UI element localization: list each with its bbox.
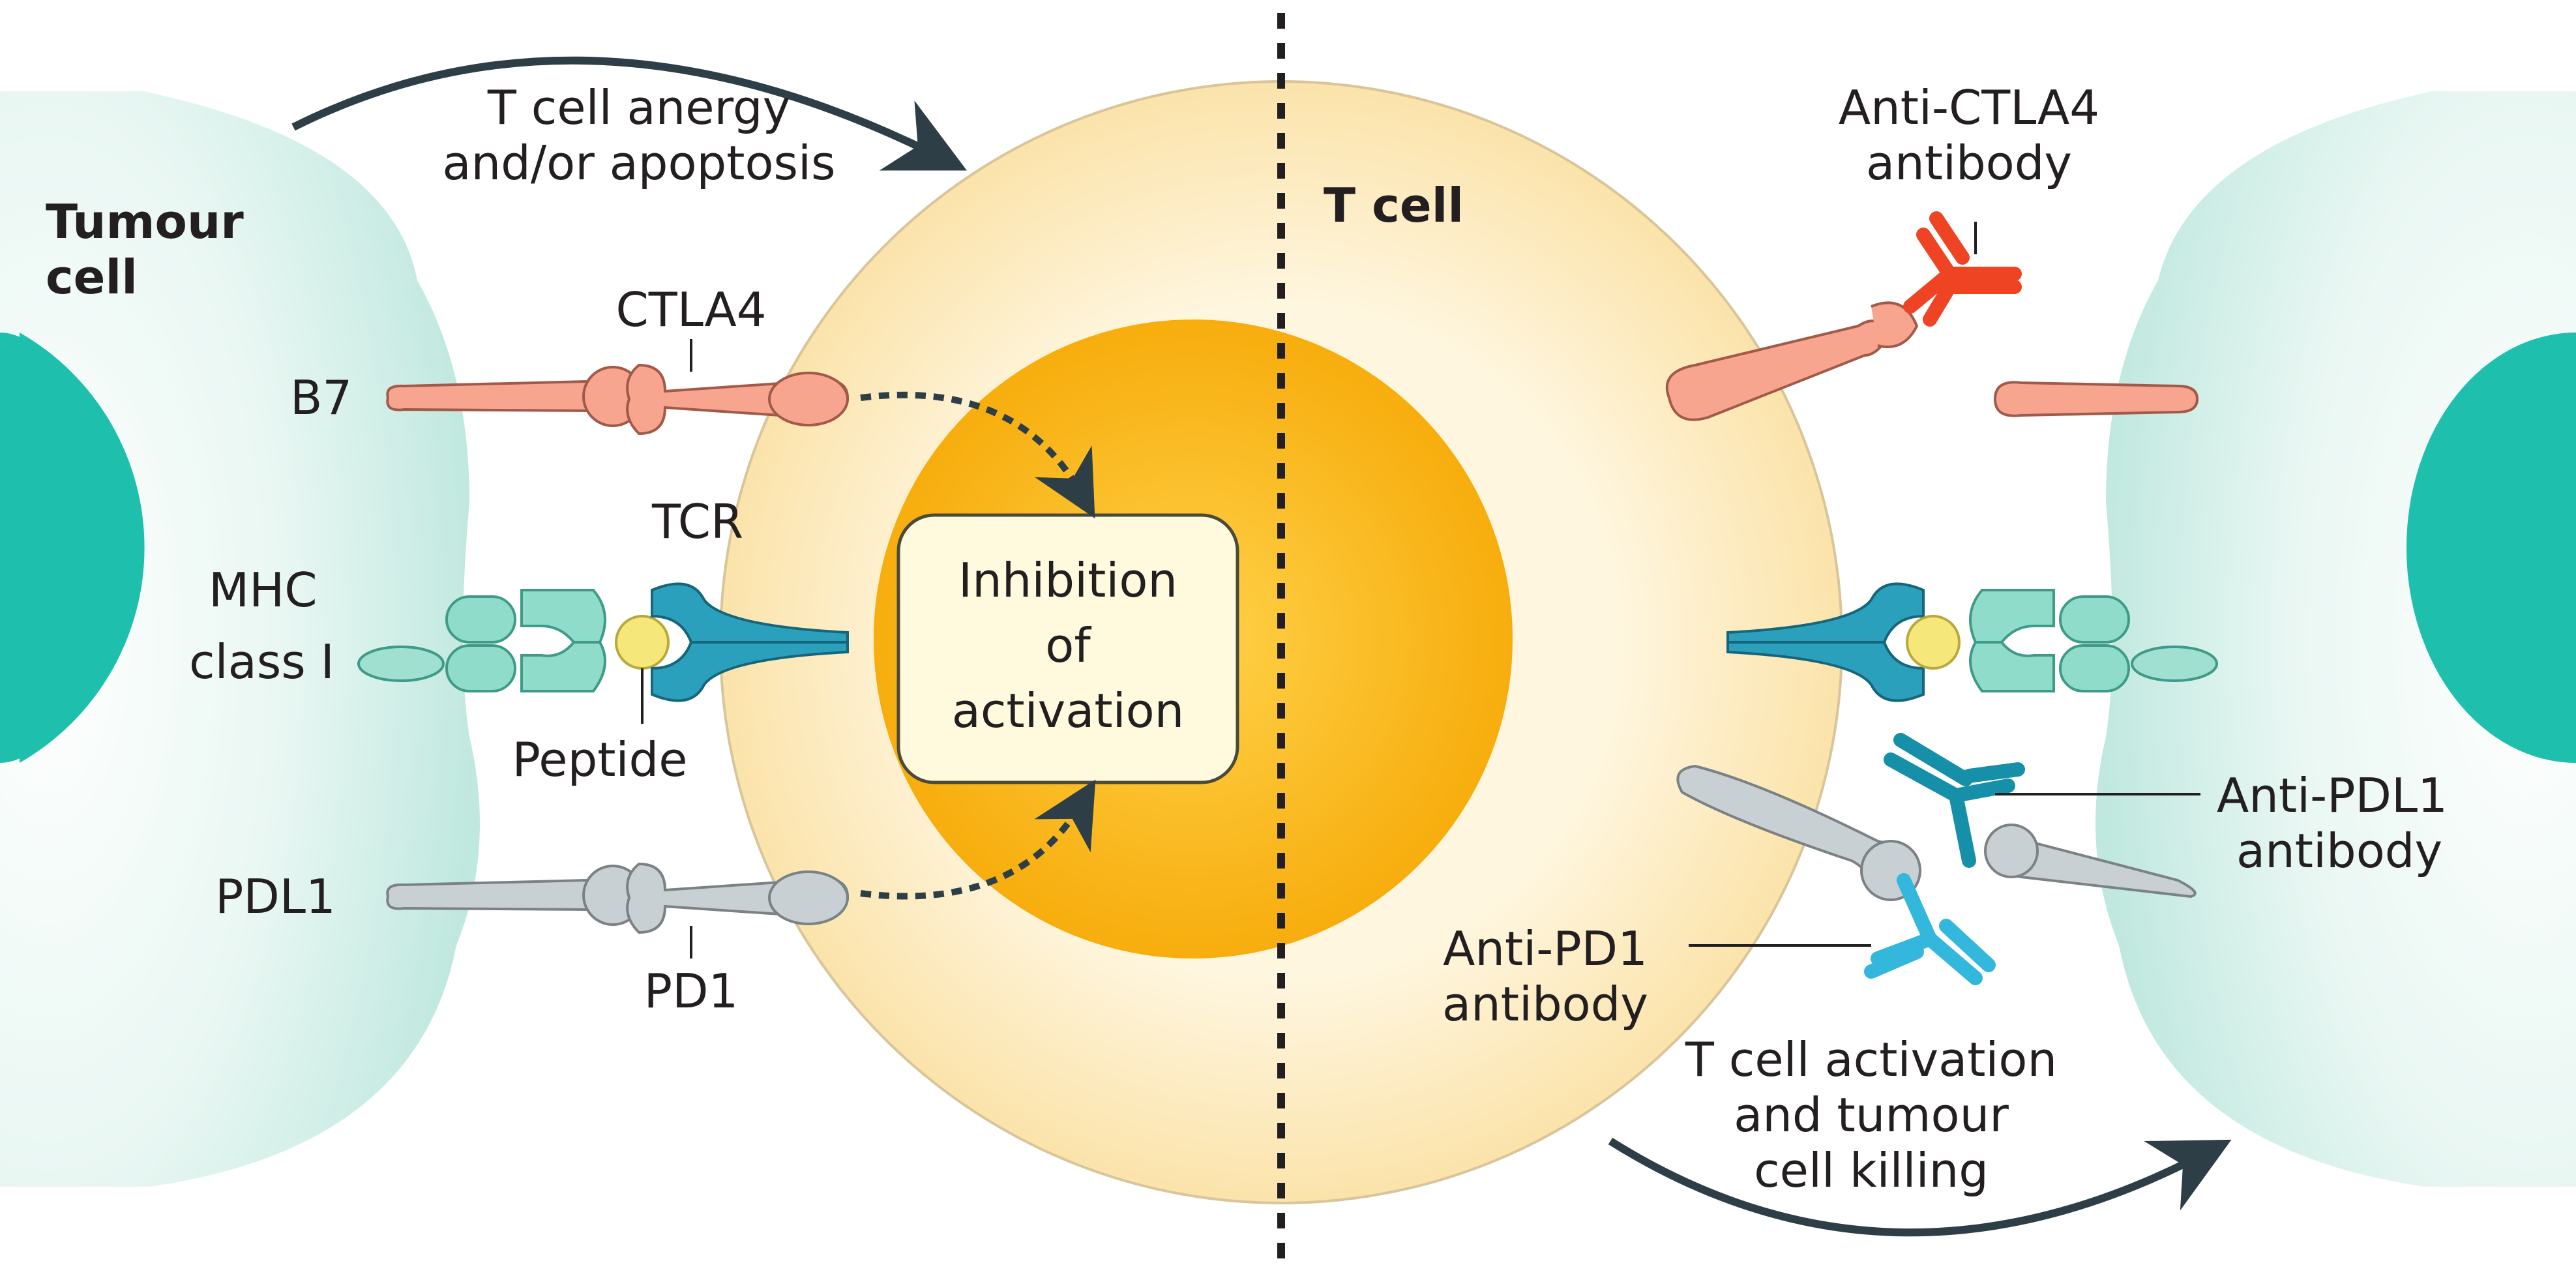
ctla4-inhibition-arrow [860, 391, 1095, 518]
anti-pd1-label-line1: Anti-PD1 [1443, 921, 1648, 976]
anti-ctla4-label-line1: Anti-CTLA4 [1839, 80, 2099, 135]
pd1-label: PD1 [644, 964, 739, 1018]
ctla4-label: CTLA4 [615, 282, 766, 337]
peptide [615, 615, 670, 670]
b7-label: B7 [290, 370, 352, 425]
inhibition-label-line3: activation [952, 683, 1185, 738]
peptide-right [1906, 615, 1961, 670]
tumour-nucleus-right [2406, 333, 2576, 763]
mhc-class-i [357, 589, 606, 692]
ctla4-receptor-right [1665, 301, 1919, 421]
b7-ligand-right [1993, 381, 2199, 417]
activation-arrow [1608, 1137, 2232, 1237]
tcr-receptor [651, 582, 849, 702]
ctla4-receptor [626, 363, 850, 436]
mhc-label-line2: class I [189, 634, 334, 689]
pdl1-ligand-right [1984, 824, 2197, 899]
t-cell-label: T cell [1324, 178, 1464, 233]
pdl1-label: PDL1 [215, 869, 336, 924]
anergy-label-line2: and/or apoptosis [442, 136, 835, 190]
tumour-cell-label-line2: cell [46, 250, 138, 305]
pd1-receptor [626, 862, 850, 934]
inhibition-label-line2: of [1045, 618, 1091, 673]
anti-pdl1-antibody [1884, 733, 2025, 868]
tcr-receptor-right [1726, 582, 1925, 702]
inhibition-label-line1: Inhibition [958, 553, 1177, 608]
tcr-label: TCR [651, 494, 743, 549]
activation-label-line3: cell killing [1754, 1143, 1989, 1198]
anti-pd1-antibody [1864, 873, 1996, 985]
mhc-class-i-right [1969, 589, 2218, 692]
anergy-label-line1: T cell anergy [487, 80, 790, 135]
tumour-nucleus-left-fill [0, 333, 98, 763]
peptide-label: Peptide [512, 732, 687, 787]
tumour-cell-right [2095, 91, 2576, 1187]
anti-ctla4-label-line2: antibody [1866, 136, 2072, 190]
tumour-cell-left [0, 91, 480, 1187]
activation-label-line1: T cell activation [1685, 1032, 2057, 1087]
anti-pdl1-label-line2: antibody [2236, 824, 2442, 878]
activation-label-line2: and tumour [1734, 1088, 2009, 1142]
anergy-arrow [291, 56, 967, 171]
anti-pdl1-label-line1: Anti-PDL1 [2217, 768, 2448, 823]
anti-ctla4-antibody [1903, 211, 2022, 327]
pd1-inhibition-arrow [860, 779, 1096, 900]
anti-pd1-label-line2: antibody [1442, 977, 1648, 1032]
mhc-label-line1: MHC [209, 563, 318, 617]
tumour-cell-label-line1: Tumour [46, 194, 244, 249]
